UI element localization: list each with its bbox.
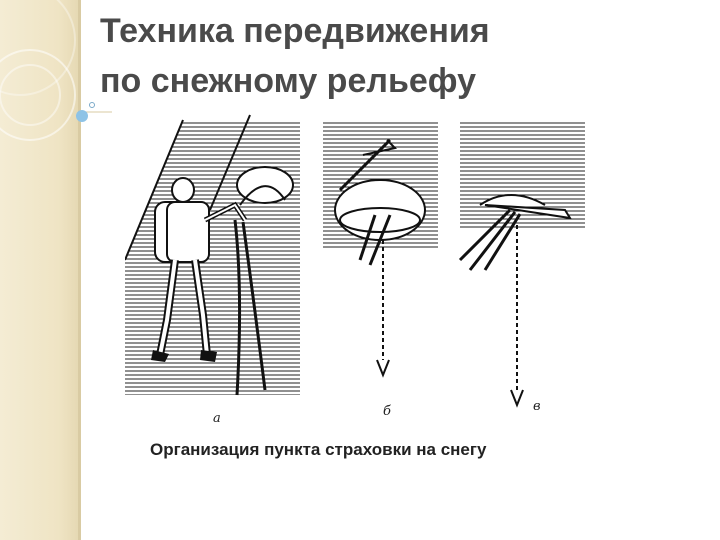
panel-label-a: а: [213, 411, 221, 425]
side-band-edge: [78, 0, 81, 540]
slide-title: Техника передвижения по снежному рельефу: [100, 12, 490, 100]
panel-label-b: б: [383, 404, 391, 419]
figure-caption: Организация пункта страховки на снегу: [150, 440, 487, 459]
panel-c-drawing: [458, 120, 585, 408]
panel-a-drawing: [125, 114, 300, 396]
title-accent-bullet: [76, 102, 112, 122]
panel-label-c: в: [533, 399, 541, 414]
decorative-rings: [0, 0, 76, 141]
panel-b-drawing: [323, 120, 438, 378]
decorative-side-band: [0, 0, 78, 540]
belay-illustration: а б в: [125, 114, 585, 425]
